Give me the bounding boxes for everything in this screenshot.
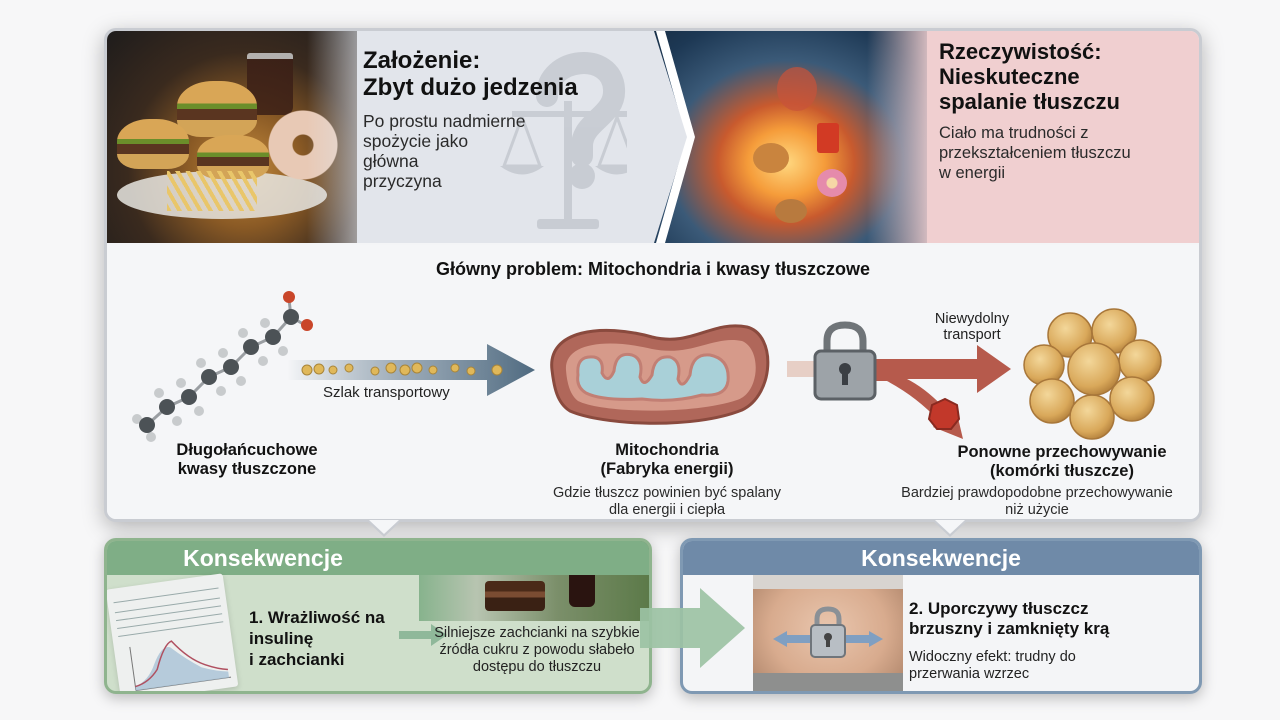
consequence-1-title-line: i zachcianki	[249, 650, 345, 669]
assumption-title: Założenie: Zbyt dużo jedzenia	[363, 47, 578, 101]
consequence-2-title-line: 2. Uporczywy tłusczcz	[909, 599, 1089, 618]
consequence-1-desc-line: źródła cukru z powodu słabeło	[439, 642, 635, 658]
storage-desc-line: niż użycie	[1005, 502, 1069, 518]
belly-photo	[753, 575, 903, 691]
consequence-2-description: Widoczny efekt: trudny do przerwania wzr…	[909, 649, 1076, 683]
assumption-title-line: Założenie:	[363, 47, 481, 74]
assumption-panel: Założenie: Zbyt dużo jedzenia Po prostu …	[357, 31, 657, 243]
consequence-panel-2: Konsekwencje 2. Uporczywy tłusczcz brzus…	[680, 538, 1202, 694]
assumption-desc-line: główna	[363, 151, 419, 171]
main-problem-section: Główny problem: Mitochondria i kwasy tłu…	[107, 245, 1199, 519]
mitochondria-description: Gdzie tłuszcz powinien być spalany dla e…	[517, 485, 817, 519]
storage-description: Bardziej prawdopodobne przechowywanie ni…	[867, 485, 1199, 519]
section-title: Główny problem: Mitochondria i kwasy tłu…	[435, 259, 871, 279]
assumption-desc-line: Po prostu nadmierne	[363, 111, 526, 131]
heart-icon	[777, 67, 817, 111]
cake-icon	[485, 581, 545, 611]
main-infographic-frame: Założenie: Zbyt dużo jedzenia Po prostu …	[104, 28, 1202, 522]
reality-title-line: Nieskuteczne	[939, 64, 1080, 89]
inefficient-transport-label: Niewydolny transport	[917, 311, 1027, 343]
storage-desc-line: Bardziej prawdopodobne przechowywanie	[901, 485, 1173, 501]
mitochondria-icon	[550, 324, 770, 425]
mitochondria-title-line: (Fabryka energii)	[600, 460, 734, 478]
assumption-title-line: Zbyt dużo jedzenia	[363, 74, 578, 101]
storage-title-line: (komórki tłuszcze)	[990, 462, 1134, 480]
locked-belly-icon	[773, 606, 883, 658]
reality-description: Ciało ma trudności z przekształceniem tł…	[939, 123, 1189, 183]
fatty-acids-label-line: kwasy tłuszczone	[177, 460, 317, 478]
consequence-2-title-line: brzuszny i zamknięty krą	[909, 619, 1110, 638]
reality-desc-line: w energii	[939, 164, 1006, 182]
reality-panel: Rzeczywistość: Nieskuteczne spalanie tłu…	[927, 31, 1199, 243]
inefficient-label-line: transport	[943, 327, 1001, 343]
burger-icon	[117, 119, 189, 169]
assumption-desc-line: spożycie jako	[363, 131, 469, 151]
burger-icon	[753, 143, 789, 173]
transport-arrow-icon	[287, 344, 535, 396]
consequence-2-desc-line: Widoczny efekt: trudny do	[909, 649, 1076, 665]
small-arrow-right-icon	[399, 624, 447, 646]
reality-title-line: spalanie tłuszczu	[939, 89, 1120, 114]
reality-title: Rzeczywistość: Nieskuteczne spalanie tłu…	[939, 39, 1120, 114]
consequence-header: Konsekwencje	[107, 541, 649, 575]
reality-desc-line: przekształceniem tłuszczu	[939, 144, 1131, 162]
consequence-1-title-line: insulinę	[249, 629, 314, 648]
blood-test-report-icon	[107, 573, 239, 691]
fat-cells-icon	[1023, 308, 1162, 440]
donut-icon	[267, 109, 339, 181]
mitochondria-title-line: Mitochondria	[615, 441, 719, 459]
mitochondria-title: Mitochondria (Fabryka energii)	[517, 441, 817, 479]
body-burning-illustration	[647, 31, 937, 243]
mitochondria-desc-line: dla energii i ciepła	[608, 502, 726, 518]
consequence-1-description: Silniejsze zachcianki na szybkie źródła …	[413, 625, 649, 676]
transport-label: Szlak transportowy	[323, 384, 450, 401]
inefficient-label-line: Niewydolny	[934, 311, 1010, 327]
blocked-transport-icon	[787, 321, 1011, 439]
consequence-panel-1: Konsekwencje 1. Wrażliwość na insulinę i…	[104, 538, 652, 694]
fatty-acid-molecule-icon	[132, 291, 313, 442]
assumption-desc-line: przyczyna	[363, 171, 442, 191]
consequence-1-title: 1. Wrażliwość na insulinę i zachcianki	[249, 607, 409, 670]
donut-icon	[817, 169, 847, 197]
consequence-1-desc-line: Silniejsze zachcianki na szybkie	[434, 625, 640, 641]
mitochondria-desc-line: Gdzie tłuszcz powinien być spalany	[552, 485, 782, 501]
top-comparison-band: Założenie: Zbyt dużo jedzenia Po prostu …	[107, 31, 1199, 243]
fries-icon	[817, 123, 839, 153]
consequence-1-title-line: 1. Wrażliwość na	[249, 608, 385, 627]
burger-icon	[177, 81, 257, 137]
consequence-header: Konsekwencje	[683, 541, 1199, 575]
reality-title-line: Rzeczywistość:	[939, 39, 1102, 64]
fast-food-photo	[107, 31, 397, 243]
consequence-2-title: 2. Uporczywy tłusczcz brzuszny i zamknię…	[909, 599, 1109, 639]
fries-icon	[167, 171, 257, 211]
reality-desc-line: Ciało ma trudności z	[939, 124, 1089, 142]
storage-title: Ponowne przechowywanie (komórki tłuszcze…	[927, 443, 1197, 481]
glucose-chart-icon	[113, 587, 232, 691]
fatty-acids-label-line: Długołańcuchowe	[176, 441, 318, 459]
fatty-acids-label: Długołańcuchowe kwasy tłuszczone	[127, 441, 367, 479]
storage-title-line: Ponowne przechowywanie	[957, 443, 1167, 461]
consequence-1-desc-line: dostępu do tłuszczu	[472, 659, 602, 675]
consequence-2-desc-line: przerwania wzrzec	[909, 666, 1030, 682]
large-arrow-right-icon	[640, 588, 745, 668]
burger-icon	[775, 199, 807, 223]
assumption-description: Po prostu nadmierne spożycie jako główna…	[363, 111, 553, 191]
